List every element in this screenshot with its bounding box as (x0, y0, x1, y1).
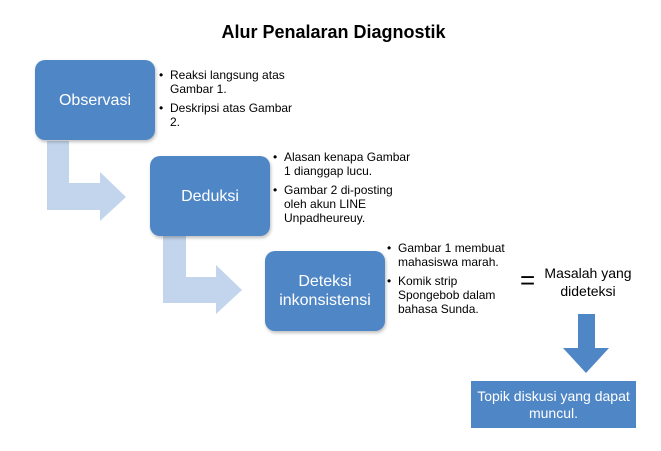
diagram-title: Alur Penalaran Diagnostik (221, 22, 446, 42)
bullet-item: Alasan kenapa Gambar 1 dianggap lucu. (273, 150, 418, 178)
bent-arrow-observasi-to-deduksi (47, 141, 126, 221)
deduksi-bullets: Alasan kenapa Gambar 1 dianggap lucu. Ga… (273, 150, 418, 230)
bullet-item: Komik strip Spongebob dalam bahasa Sunda… (387, 274, 512, 316)
topic-box: Topik diskusi yang dapat muncul. (471, 381, 636, 428)
bullet-item: Gambar 2 di-posting oleh akun LINE Unpad… (273, 183, 418, 225)
observasi-bullets: Reaksi langsung atas Gambar 1. Deskripsi… (159, 68, 294, 134)
step-observasi-box: Observasi (35, 60, 155, 140)
equals-sign: = (520, 265, 536, 295)
step-deteksi-inkonsistensi-box: Deteksi inkonsistensi (265, 251, 385, 331)
down-arrow-to-topic (563, 314, 609, 373)
bullet-item: Deskripsi atas Gambar 2. (159, 101, 294, 129)
step-deduksi-box: Deduksi (150, 156, 270, 236)
bullet-item: Reaksi langsung atas Gambar 1. (159, 68, 294, 96)
bullet-item: Gambar 1 membuat mahasiswa marah. (387, 241, 512, 269)
result-label: Masalah yang dideteksi (544, 265, 632, 299)
bent-arrow-deduksi-to-deteksi (163, 236, 242, 314)
deteksi-bullets: Gambar 1 membuat mahasiswa marah. Komik … (387, 241, 512, 321)
